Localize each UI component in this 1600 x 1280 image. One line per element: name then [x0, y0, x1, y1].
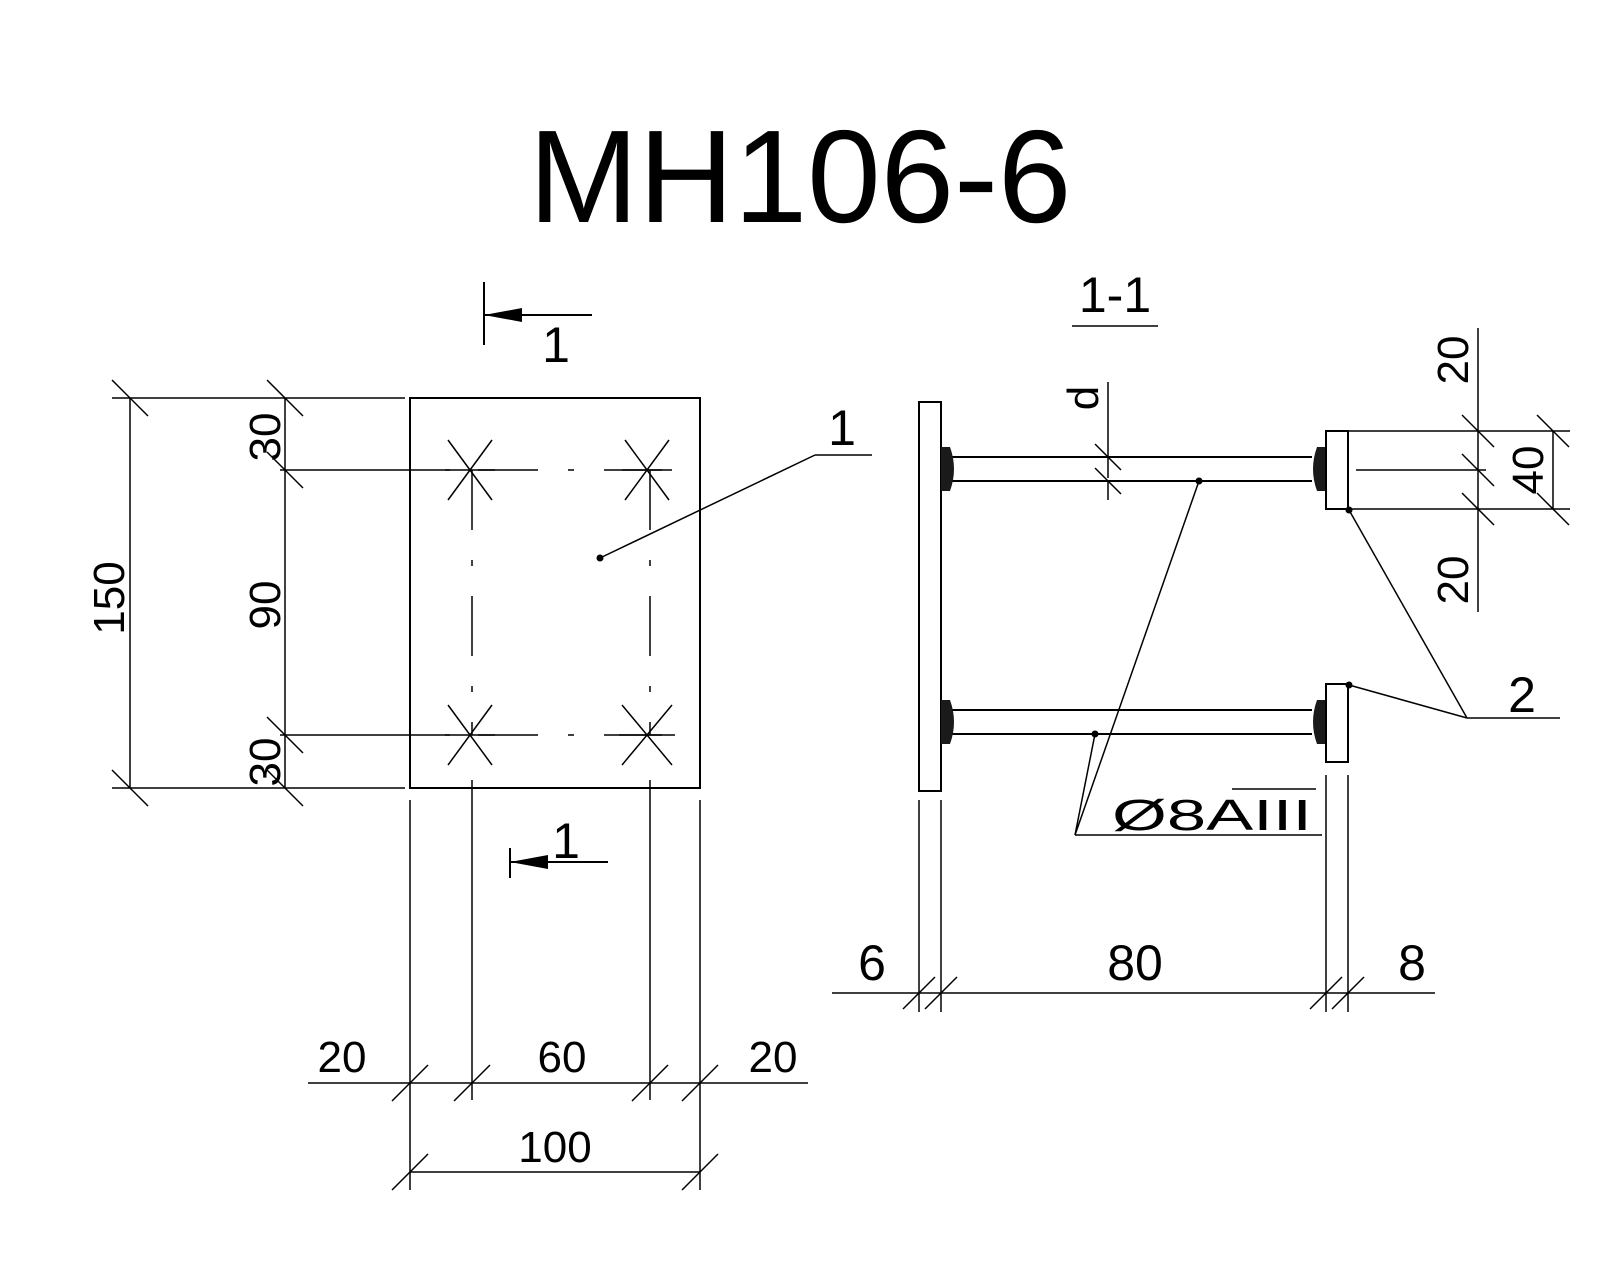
section-view-title: 1-1	[1079, 267, 1151, 323]
base-plate-outline	[409, 397, 701, 789]
dim-end-plate-thickness: 8	[1398, 935, 1426, 991]
dim-left-offset: 20	[318, 1033, 367, 1082]
dim-end-plate-height: 40	[1504, 446, 1553, 495]
section-horizontal-dimensions	[832, 775, 1435, 1012]
drawing-title: MH106-6	[529, 103, 1072, 250]
dim-plate-width: 100	[518, 1123, 591, 1172]
section-label-bottom: 1	[552, 813, 580, 869]
end-plate-bottom	[1325, 683, 1349, 763]
section-view: 1-1 d	[832, 267, 1570, 1012]
callout-part2-label: 2	[1508, 667, 1536, 723]
dim-anchor-spacing-vertical: 90	[241, 581, 290, 630]
callout-rebar: Ø8AIII	[1074, 477, 1322, 840]
dim-bottom-offset: 30	[241, 738, 290, 787]
callout-part1: 1	[596, 400, 872, 562]
welds	[941, 447, 1326, 744]
plan-view: 1 1 150 30 90 30	[85, 282, 872, 1191]
dim-right-offset: 20	[749, 1033, 798, 1082]
plan-vertical-dimensions	[111, 379, 450, 807]
dim-plate-height: 150	[85, 561, 134, 634]
end-plate-dimensions	[1348, 328, 1570, 612]
dim-bar-length: 80	[1107, 935, 1163, 991]
plan-horizontal-dimensions	[308, 780, 808, 1191]
end-plate-top	[1325, 430, 1349, 510]
callout-part1-label: 1	[828, 400, 856, 456]
section-cut-bottom: 1	[509, 813, 608, 878]
dim-end-plate-top-gap: 20	[1429, 336, 1478, 385]
rebar-spec-label: Ø8AIII	[1112, 791, 1312, 840]
section-label-top: 1	[542, 317, 570, 373]
dim-anchor-spacing-horizontal: 60	[538, 1033, 587, 1082]
callout-part2: 2	[1345, 506, 1560, 723]
dim-diameter-label: d	[1059, 386, 1108, 410]
section-base-plate	[918, 401, 942, 792]
dim-top-offset: 30	[241, 413, 290, 462]
dim-end-plate-bottom-gap: 20	[1429, 556, 1478, 605]
diameter-dimension	[1094, 382, 1122, 500]
dim-base-plate-thickness: 6	[858, 935, 886, 991]
section-cut-top: 1	[483, 282, 592, 373]
